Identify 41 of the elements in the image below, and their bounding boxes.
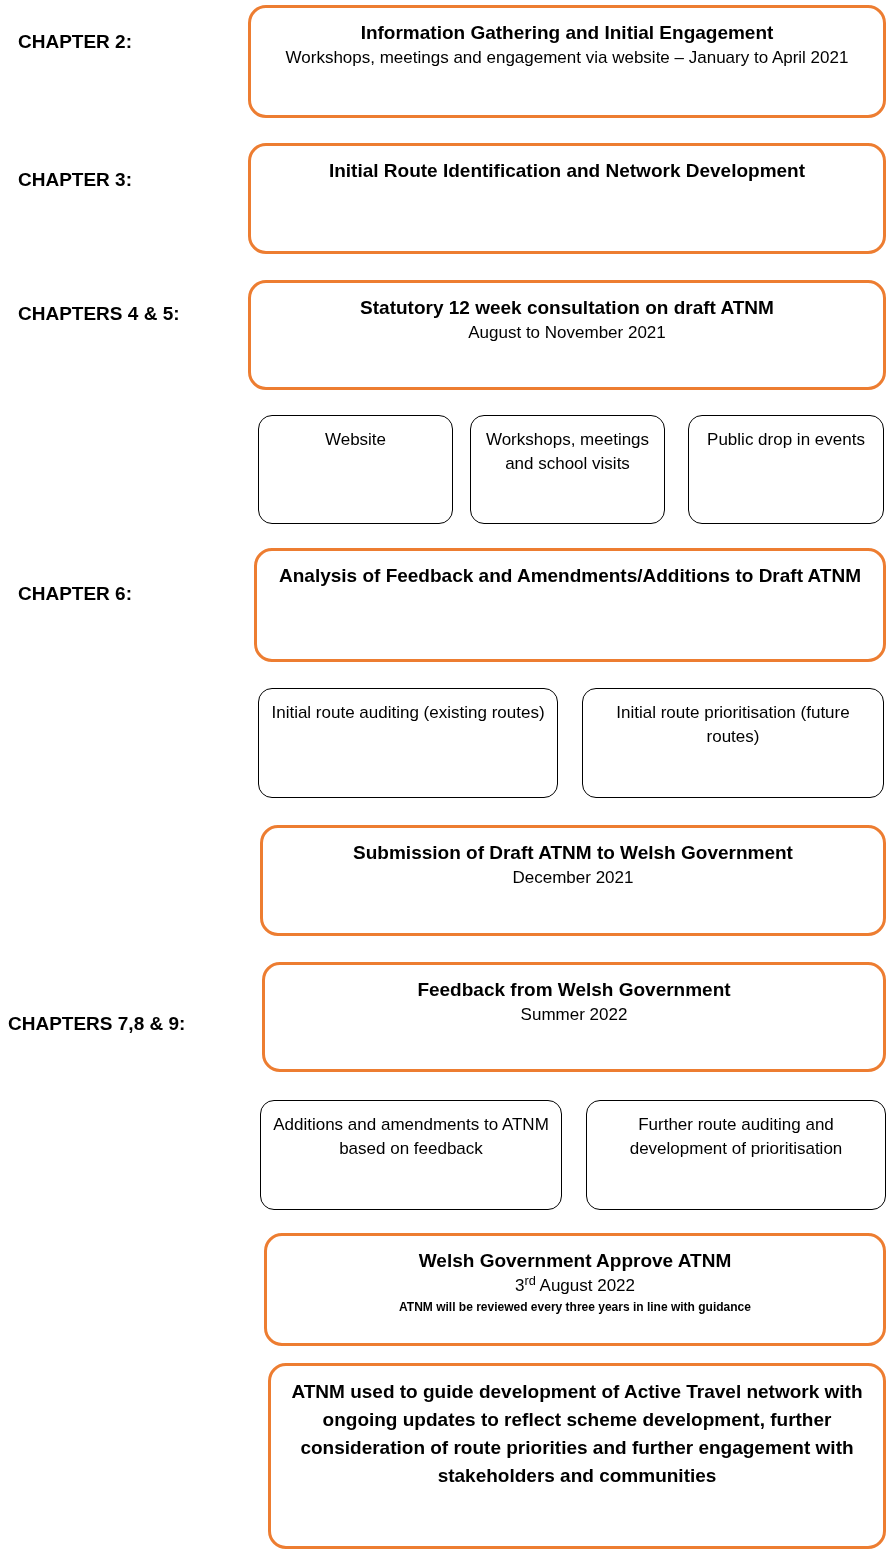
box-subtext: Summer 2022 <box>520 1004 628 1026</box>
activity-box <box>582 688 884 798</box>
stage-box <box>248 5 886 118</box>
box-heading: Analysis of Feedback and Amendments/Additions to Draft ATNM <box>279 564 861 588</box>
box-subtext: Workshops, meetings and engagement via website – January to April 2021 <box>285 47 849 69</box>
stage-box <box>260 825 886 936</box>
box-subtext: August to November 2021 <box>468 322 666 344</box>
box-text: Website <box>324 429 387 451</box>
box-text: Workshops, meetings and school visits <box>484 429 651 475</box>
chapter-label: CHAPTERS 7,8 & 9: <box>8 1012 186 1036</box>
chapter-label: CHAPTER 2: <box>18 30 132 54</box>
activity-box <box>688 415 884 524</box>
box-heading: Information Gathering and Initial Engagement <box>360 21 774 45</box>
box-heading: Welsh Government Approve ATNM <box>418 1249 732 1273</box>
box-heading: Initial Route Identification and Network Development <box>328 159 806 183</box>
box-note: ATNM will be reviewed every three years in line with guidance <box>399 1299 751 1316</box>
box-text: Additions and amendments to ATNM based on feedback <box>273 1114 549 1160</box>
stage-box <box>262 962 886 1072</box>
stage-box <box>248 143 886 254</box>
chapter-label: CHAPTER 6: <box>18 582 132 606</box>
box-text: Further route auditing and development of prioritisation <box>628 1114 844 1160</box>
stage-box <box>254 548 886 662</box>
activity-box <box>470 415 665 524</box>
activity-box <box>258 688 558 798</box>
chapter-label: CHAPTER 3: <box>18 168 132 192</box>
stage-box <box>264 1233 886 1346</box>
activity-box <box>260 1100 562 1210</box>
box-text: Initial route auditing (existing routes) <box>271 702 545 724</box>
box-heading: Feedback from Welsh Government <box>417 978 731 1002</box>
box-heading: Statutory 12 week consultation on draft ATNM <box>360 296 774 320</box>
box-text: Initial route prioritisation (future routes) <box>615 702 851 748</box>
box-heading: Submission of Draft ATNM to Welsh Government <box>353 841 793 865</box>
box-subtext: 3$^{rd}$ August 2022 <box>514 1274 636 1297</box>
activity-box <box>258 415 453 524</box>
box-text: Public drop in events <box>707 429 865 451</box>
chapter-label: CHAPTERS 4 & 5: <box>18 302 180 326</box>
box-subtext: December 2021 <box>512 867 634 889</box>
box-heading: ATNM used to guide development of Active Travel network with ongoing updates to reflect scheme development, further consideration of route priorities and further engagement with stakeholders and communities <box>290 1380 864 1488</box>
stage-box <box>268 1363 886 1549</box>
activity-box <box>586 1100 886 1210</box>
stage-box <box>248 280 886 390</box>
